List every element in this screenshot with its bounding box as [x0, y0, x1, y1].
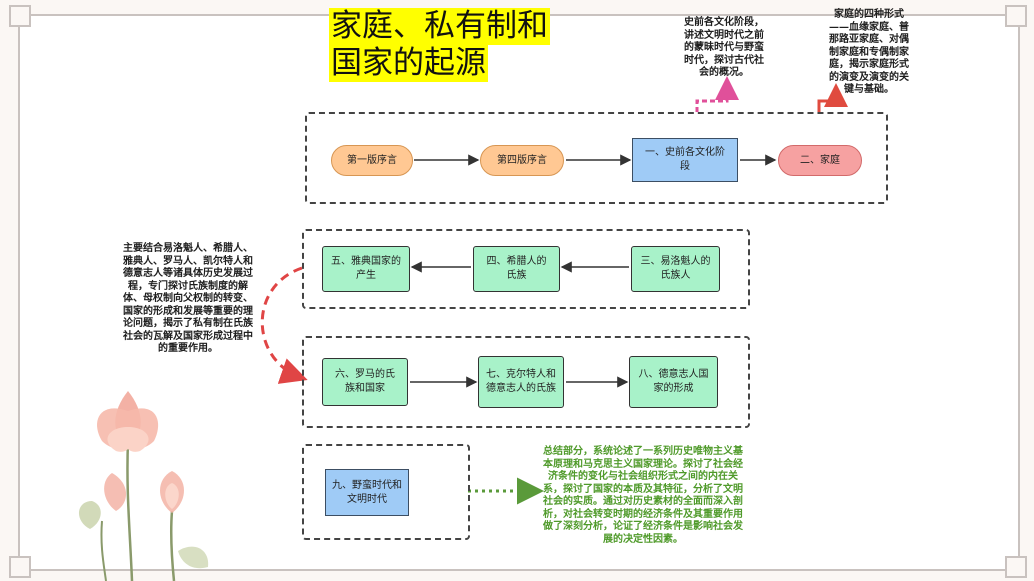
node-fourth-preface[interactable]: 第四版序言 [480, 145, 564, 176]
note-family: 家庭的四种形式——血缘家庭、普那路亚家庭、对偶制家庭和专偶制家庭，揭示家庭形式的… [829, 9, 909, 95]
frame-corner [9, 556, 31, 578]
node-family[interactable]: 二、家庭 [778, 145, 862, 176]
node-greek[interactable]: 四、希腊人的氏族 [473, 246, 560, 292]
node-label: 三、易洛魁人的氏族人 [640, 256, 711, 281]
node-label: 二、家庭 [800, 154, 840, 166]
curve-connector [260, 266, 308, 384]
node-rome[interactable]: 六、罗马的氏族和国家 [322, 358, 408, 406]
group-states [302, 336, 750, 428]
node-celts-germans[interactable]: 七、克尔特人和德意志人的氏族 [478, 356, 564, 408]
group-prefaces [305, 112, 888, 204]
node-label: 九、野蛮时代和文明时代 [332, 479, 402, 505]
node-athens[interactable]: 五、雅典国家的产生 [322, 246, 410, 292]
node-label: 八、德意志人国家的形成 [638, 369, 709, 394]
note-main: 主要结合易洛魁人、希腊人、雅典人、罗马人、凯尔特人和德意志人等诸具体历史发展过程… [123, 243, 253, 354]
node-label: 第四版序言 [497, 154, 547, 166]
title-line-1: 家庭、私有制和 [329, 8, 550, 45]
title-line-2: 国家的起源 [329, 45, 488, 82]
node-label: 五、雅典国家的产生 [331, 256, 401, 281]
node-label: 一、史前各文化阶段 [645, 147, 725, 172]
connector-prehistory-note [695, 76, 739, 112]
frame-corner [1005, 556, 1027, 578]
page-title: 家庭、私有制和 国家的起源 [329, 8, 550, 82]
node-label: 六、罗马的氏族和国家 [335, 369, 395, 394]
node-prehistory[interactable]: 一、史前各文化阶段 [632, 138, 738, 182]
frame-corner [9, 5, 31, 27]
frame-corner [1005, 5, 1027, 27]
node-german-state[interactable]: 八、德意志人国家的形成 [629, 356, 718, 408]
node-iroquois[interactable]: 三、易洛魁人的氏族人 [631, 246, 720, 292]
node-barbarism-civilization[interactable]: 九、野蛮时代和文明时代 [325, 469, 409, 516]
node-label: 第一版序言 [347, 154, 397, 166]
node-label: 四、希腊人的氏族 [486, 256, 547, 281]
node-first-preface[interactable]: 第一版序言 [331, 145, 413, 176]
note-prehistory: 史前各文化阶段，讲述文明时代之前的蒙昧时代与野蛮时代，探讨古代社会的概况。 [684, 17, 764, 78]
connector-family-note [817, 83, 848, 112]
note-summary: 总结部分，系统论述了一系列历史唯物主义基本原理和马克思主义国家理论。探讨了社会经… [543, 446, 743, 545]
lotus-illustration [78, 391, 209, 581]
group-conclusion [302, 444, 470, 540]
group-gens [302, 229, 750, 309]
node-label: 七、克尔特人和德意志人的氏族 [486, 369, 556, 394]
